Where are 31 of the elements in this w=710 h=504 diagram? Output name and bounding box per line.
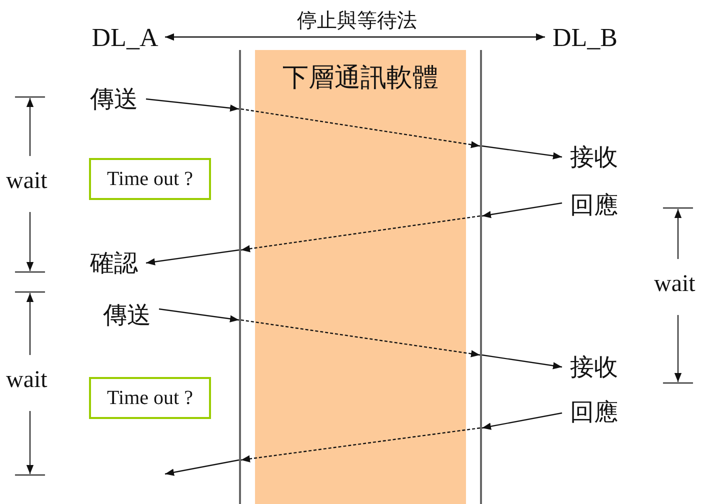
dashed-arrow — [240, 319, 480, 358]
dashed-arrow — [240, 215, 480, 252]
message-label: 回應 — [562, 188, 626, 222]
station-label: DL_B — [545, 20, 625, 56]
layer-title: 下層通訊軟體 — [282, 62, 438, 94]
arrow — [164, 459, 240, 476]
software-layer-band — [255, 50, 466, 102]
arrow — [165, 33, 545, 41]
message-label: 回應 — [562, 395, 626, 429]
dimension-label: wait — [6, 367, 48, 394]
message-label: 接收 — [562, 350, 626, 384]
dimension-label: wait — [6, 168, 48, 195]
timeout-box: Time out ? — [89, 377, 211, 419]
dimension-label: wait — [654, 271, 696, 298]
message-label: 接收 — [562, 140, 626, 174]
arrow — [146, 98, 240, 112]
dashed-arrow — [240, 108, 480, 148]
message-label: 傳送 — [95, 298, 159, 332]
arrow — [482, 145, 562, 160]
arrow — [482, 354, 562, 370]
station-label: DL_A — [85, 20, 165, 56]
message-label: 傳送 — [82, 82, 146, 116]
arrow — [146, 249, 240, 266]
arrow — [482, 202, 562, 218]
message-label: 確認 — [82, 246, 146, 280]
arrow — [158, 308, 240, 322]
lifeline — [480, 50, 482, 504]
timeout-box: Time out ? — [89, 158, 211, 200]
arrow — [482, 412, 562, 430]
dashed-arrow — [240, 427, 480, 462]
lifeline — [239, 50, 241, 504]
